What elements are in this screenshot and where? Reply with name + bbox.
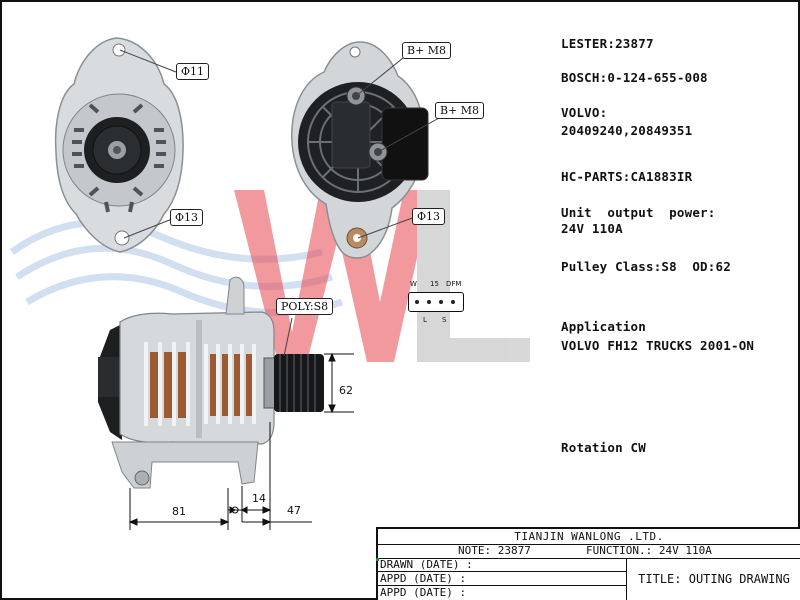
note-row: NOTE: 23877 FUNCTION.: 24V 110A	[378, 544, 800, 559]
function-value: FUNCTION.: 24V 110A	[586, 544, 712, 557]
connector-plug	[408, 292, 464, 312]
bosch-number: BOSCH:0-124-655-008	[561, 70, 708, 85]
volvo-label: VOLVO:	[561, 105, 608, 120]
rear-bplus-callout-1: B+ M8	[402, 42, 452, 59]
application-value: VOLVO FH12 TRUCKS 2001-ON	[561, 338, 755, 353]
output-power-label: Unit output power:	[561, 205, 716, 220]
pulley-offset-dimension: 47	[287, 504, 301, 517]
hc-parts-number: HC-PARTS:CA1883IR	[561, 169, 693, 184]
title-block: TIANJIN WANLONG .LTD. NOTE: 23877 FUNCTI…	[376, 527, 800, 600]
rear-bottom-hole-callout: Φ13	[412, 208, 446, 225]
approved-row-2: APPD (DATE) :	[380, 586, 467, 599]
green-marker	[376, 558, 379, 561]
front-top-hole-callout: Φ11	[176, 63, 210, 80]
lester-number: LESTER:23877	[561, 36, 654, 51]
connector-pin	[451, 300, 455, 304]
note-number: NOTE: 23877	[458, 544, 531, 557]
pin-l-label: L	[423, 316, 427, 324]
rotation-spec: Rotation CW	[561, 440, 646, 455]
front-bottom-hole-callout: Φ13	[170, 209, 204, 226]
application-label: Application	[561, 319, 646, 334]
connector-pin	[415, 300, 419, 304]
approved-row-1: APPD (DATE) :	[378, 572, 626, 586]
volvo-numbers: 20409240,20849351	[561, 123, 693, 138]
pin-s-label: S	[442, 316, 447, 324]
connector-pin	[427, 300, 431, 304]
pin-15-label: 15	[430, 280, 439, 288]
drawn-row: DRAWN (DATE) :	[378, 558, 626, 572]
rear-view	[291, 41, 440, 259]
front-view	[54, 37, 184, 253]
connector-pin	[439, 300, 443, 304]
pulley-diameter-dimension: 62	[339, 384, 353, 397]
pulley-type-callout: POLY:S8	[276, 298, 334, 315]
company-name: TIANJIN WANLONG .LTD.	[378, 529, 800, 545]
dimension-lines	[128, 352, 354, 530]
pin-dfm-label: DFM	[446, 280, 462, 288]
body-length-dimension: 81	[172, 505, 186, 518]
pulley-spec: Pulley Class:S8 OD:62	[561, 259, 731, 274]
offset-dimension: 14	[252, 492, 266, 505]
pin-w-label: W	[410, 280, 417, 288]
connector-diagram: W 15 DFM L S	[406, 280, 476, 330]
output-power-value: 24V 110A	[561, 221, 623, 236]
rear-bplus-callout-2: B+ M8	[435, 102, 485, 119]
side-view	[98, 276, 324, 489]
drawing-title: TITLE: OUTING DRAWING	[626, 558, 800, 600]
